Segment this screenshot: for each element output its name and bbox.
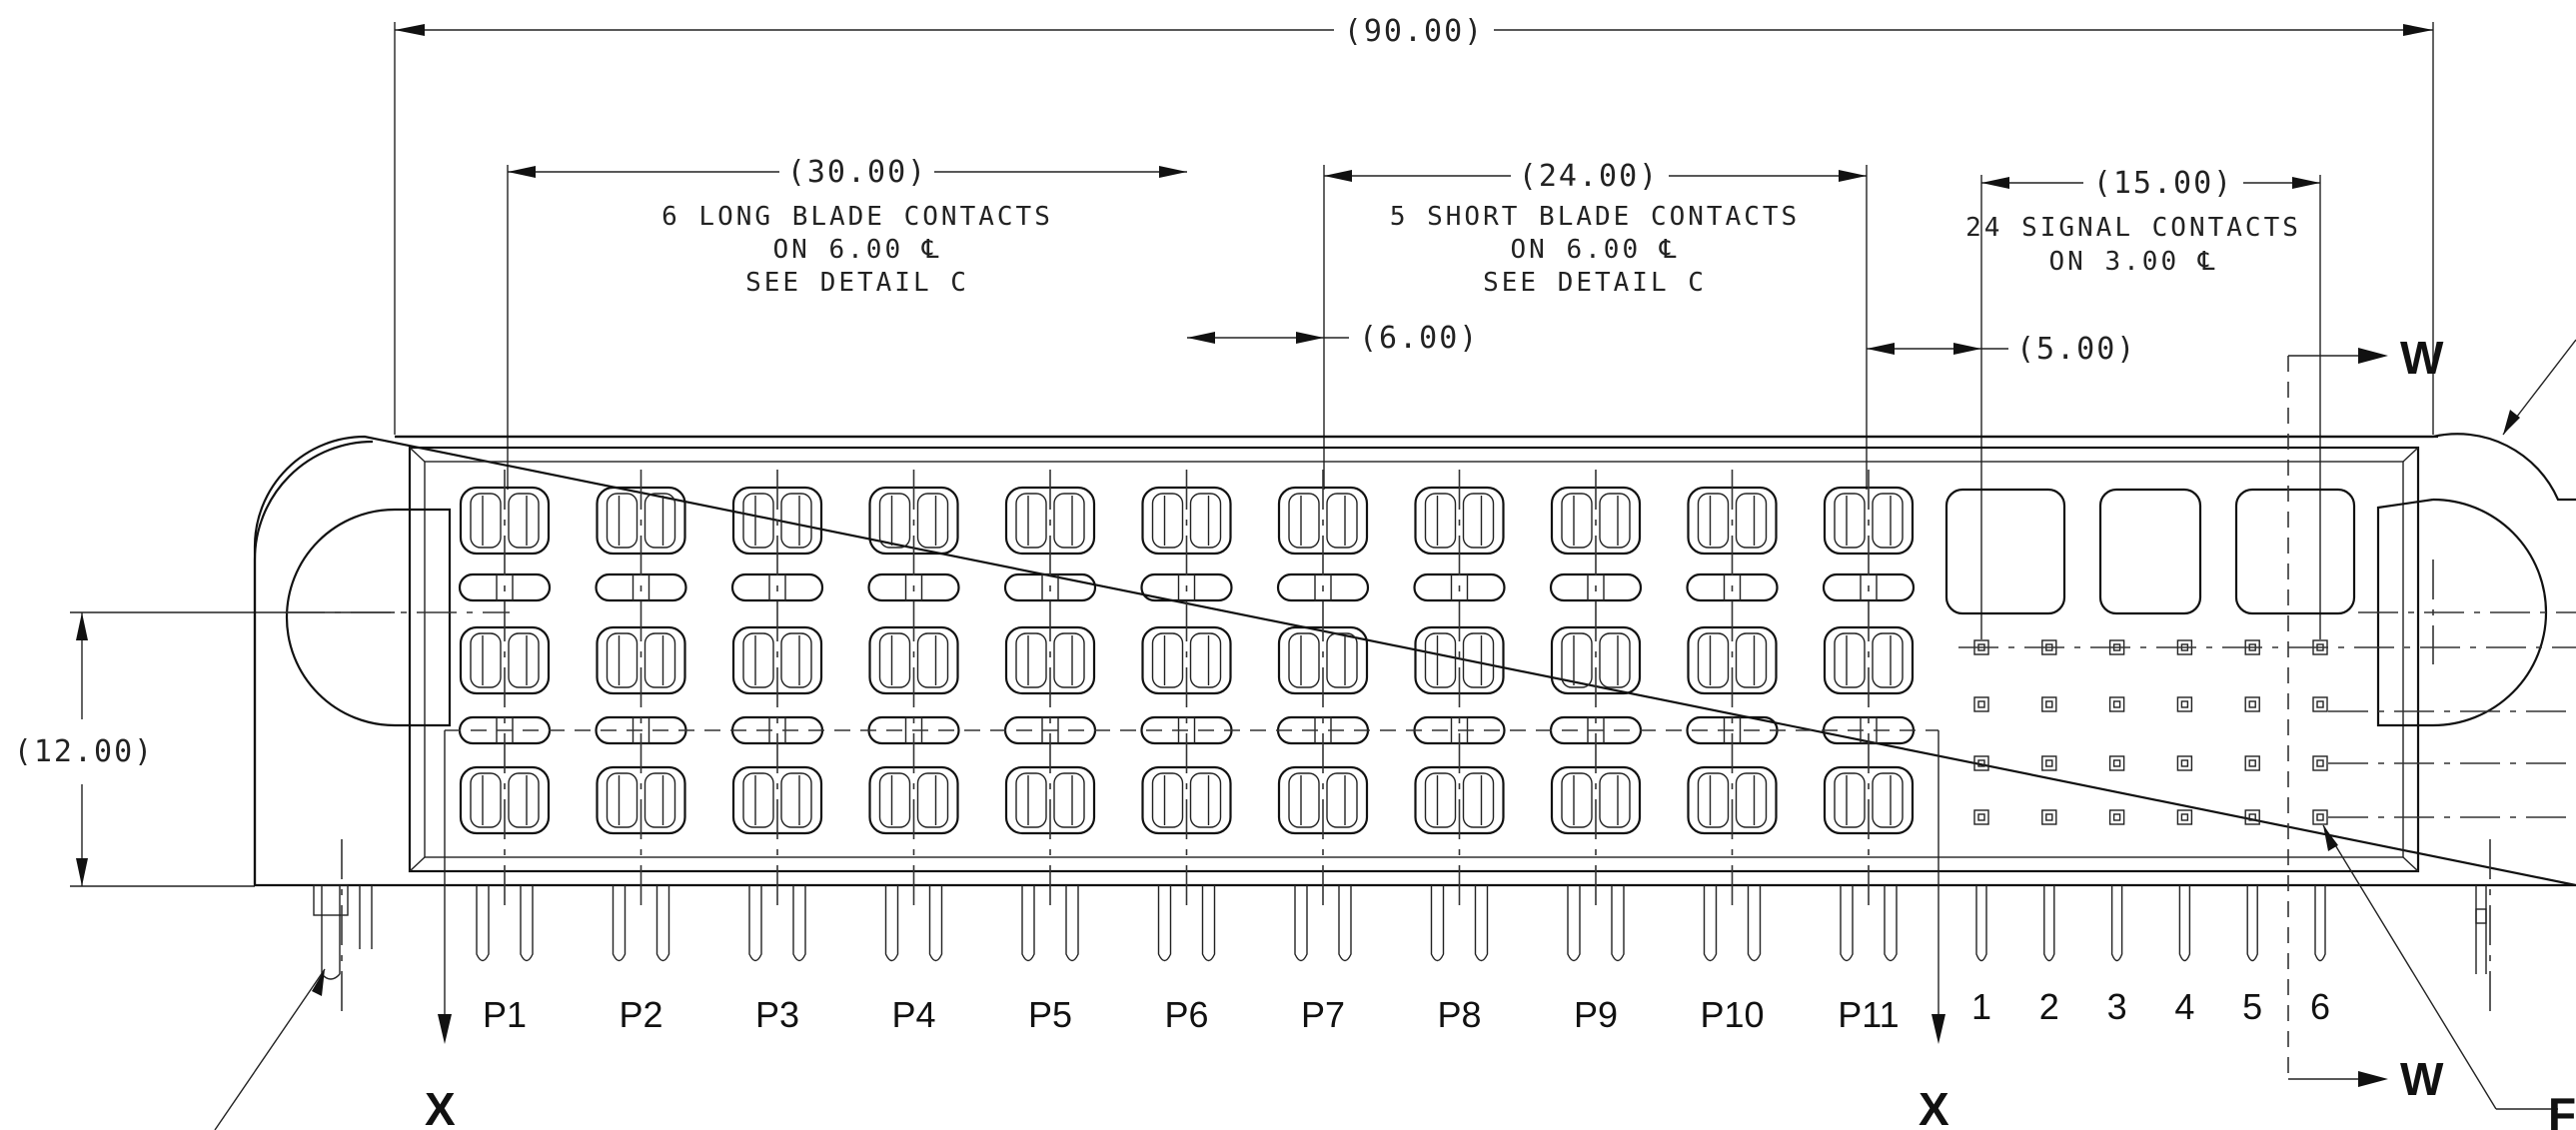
signal-pockets: [1944, 488, 2356, 615]
long-note-line-3: SEE DETAIL C: [745, 268, 969, 298]
cut-off-label: F: [2548, 1088, 2576, 1130]
power-label-p3: P3: [755, 994, 799, 1035]
power-contact-p6: [1140, 470, 1233, 962]
signal-column-3: [2108, 639, 2125, 962]
signal-column-2: [2041, 639, 2057, 962]
power-label-p10: P10: [1700, 994, 1764, 1035]
power-label-p11: P11: [1838, 994, 1899, 1035]
power-contact-p10: [1686, 470, 1779, 962]
section-w-bottom-label: W: [2400, 1053, 2444, 1105]
section-w-top-label: W: [2400, 332, 2444, 384]
short-note-line-3: SEE DETAIL C: [1483, 268, 1707, 298]
power-label-p2: P2: [619, 994, 662, 1035]
power-label-p7: P7: [1301, 994, 1345, 1035]
height-dimension-text: (12.00): [14, 734, 154, 769]
signal-row-centerlines: [1958, 646, 2576, 818]
short-group-dimension-text: (24.00): [1519, 159, 1659, 194]
signal-column-6: [2312, 639, 2328, 962]
signal-group-dimension: (15.00) 24 SIGNAL CONTACTS ON 3.00 ℄: [1965, 166, 2321, 639]
power-label-p9: P9: [1574, 994, 1618, 1035]
overall-dimension-text: (90.00): [1344, 14, 1484, 49]
power-label-p8: P8: [1437, 994, 1481, 1035]
gap-6-dimension-text: (6.00): [1359, 321, 1479, 356]
power-contact-p2: [595, 470, 687, 962]
power-contact-p11: [1822, 470, 1916, 962]
signal-group-dimension-text: (15.00): [2093, 166, 2233, 201]
signal-label-5: 5: [2242, 986, 2262, 1027]
long-group-dimension-text: (30.00): [787, 155, 927, 190]
gap-5-dimension-text: (5.00): [2016, 332, 2136, 367]
power-contact-p3: [730, 470, 824, 962]
power-contact-p9: [1549, 470, 1643, 962]
connector-housing: [253, 433, 2576, 1019]
short-note-line-2: ON 6.00 ℄: [1511, 235, 1680, 265]
long-note-line-2: ON 6.00 ℄: [773, 235, 942, 265]
short-note-line-1: 5 SHORT BLADE CONTACTS: [1390, 202, 1800, 232]
signal-note-line-2: ON 3.00 ℄: [2049, 247, 2218, 277]
power-contact-p5: [1003, 470, 1097, 962]
gap-6-dimension: (6.00): [1187, 321, 1479, 356]
power-contact-p7: [1276, 470, 1370, 962]
gap-5-dimension: (5.00): [1867, 332, 2136, 367]
signal-column-5: [2244, 639, 2260, 962]
power-contact-p1: [458, 470, 552, 962]
signal-label-4: 4: [2174, 986, 2194, 1027]
signal-label-1: 1: [1971, 986, 1991, 1027]
section-x-left-label: X: [425, 1083, 456, 1130]
signal-contact-grid: [1973, 639, 2328, 962]
section-w-marker: W W: [2287, 332, 2444, 1105]
power-contact-p8: [1413, 470, 1506, 962]
short-group-dimension: (24.00) 5 SHORT BLADE CONTACTS ON 6.00 ℄…: [1323, 159, 1868, 490]
signal-label-2: 2: [2039, 986, 2059, 1027]
height-dimension: (12.00): [14, 611, 395, 887]
power-contacts: [458, 470, 1916, 962]
signal-label-6: 6: [2310, 986, 2330, 1027]
power-label-p1: P1: [483, 994, 527, 1035]
signal-column-labels: 1 2 3 4 5 6: [1971, 986, 2330, 1027]
signal-note-line-1: 24 SIGNAL CONTACTS: [1965, 213, 2301, 243]
power-position-labels: P1 P2 P3 P4 P5 P6 P7 P8 P9 P10 P11: [483, 994, 1900, 1035]
power-label-p5: P5: [1028, 994, 1072, 1035]
leader-lines: F: [214, 339, 2576, 1130]
power-label-p4: P4: [891, 994, 935, 1035]
signal-column-1: [1973, 639, 1989, 962]
overall-dimension: (90.00): [394, 14, 2434, 435]
power-label-p6: P6: [1164, 994, 1208, 1035]
signal-label-3: 3: [2107, 986, 2127, 1027]
signal-column-4: [2176, 639, 2193, 962]
long-note-line-1: 6 LONG BLADE CONTACTS: [661, 202, 1053, 232]
long-group-dimension: (30.00) 6 LONG BLADE CONTACTS ON 6.00 ℄ …: [507, 155, 1187, 490]
power-contact-p4: [867, 470, 960, 962]
section-x-right-label: X: [1919, 1083, 1949, 1130]
